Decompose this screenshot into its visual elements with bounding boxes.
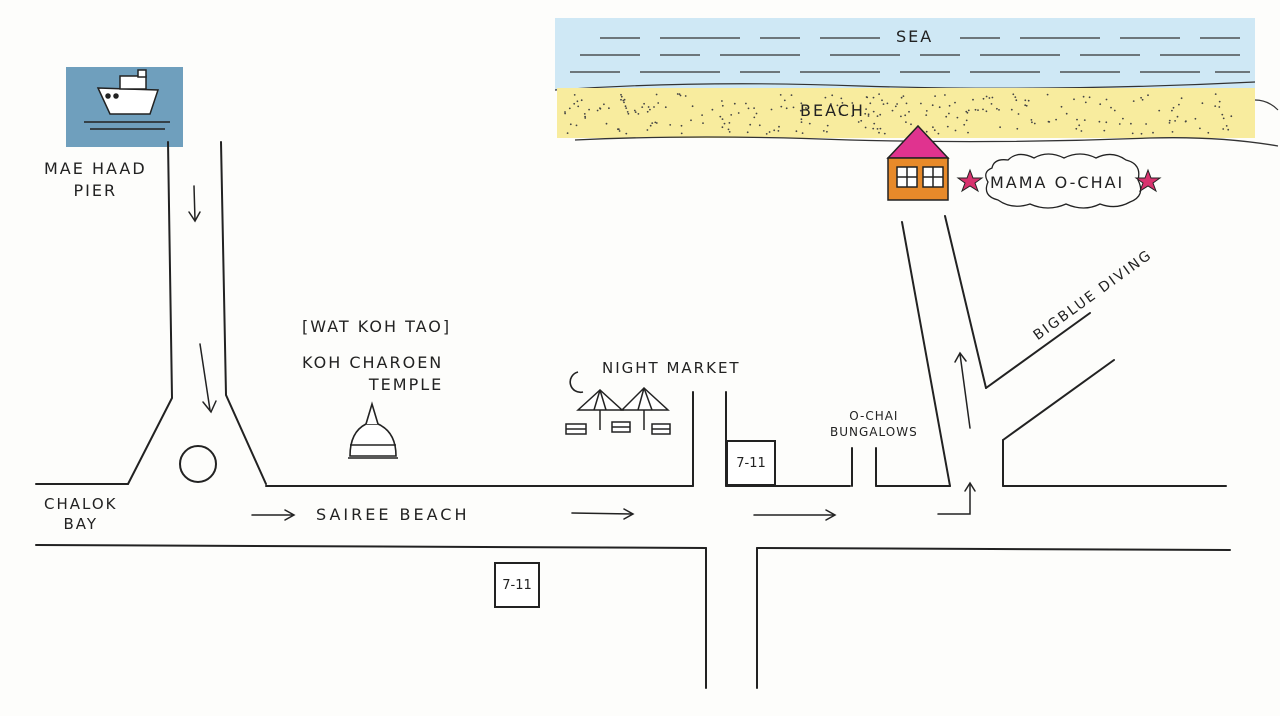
ochai-bungalows-label: O-CHAI BUNGALOWS bbox=[830, 409, 918, 440]
sea-area bbox=[555, 18, 1255, 90]
seven-eleven-marker: 7-11 bbox=[494, 562, 540, 608]
temple-icon bbox=[348, 401, 398, 459]
umbrella-icon bbox=[565, 386, 671, 435]
sairee-beach-label: SAIREE BEACH bbox=[316, 505, 470, 524]
chalok-bay-label: CHALOK BAY bbox=[44, 495, 118, 534]
seven-eleven-marker: 7-11 bbox=[726, 440, 776, 486]
star-icon bbox=[1134, 168, 1162, 193]
beach-label: BEACH bbox=[800, 101, 865, 120]
beach-edge bbox=[574, 136, 1279, 147]
wat-koh-tao-label: [WAT KOH TAO] bbox=[302, 317, 452, 336]
mama-ochai-label: MAMA O-CHAI bbox=[990, 173, 1125, 192]
seven-eleven-label: 7-11 bbox=[502, 577, 532, 593]
ferry-icon bbox=[84, 69, 170, 130]
cloud-outline bbox=[985, 153, 1142, 209]
night-market-label: NIGHT MARKET bbox=[602, 359, 741, 377]
roads bbox=[35, 141, 1231, 689]
sea-label: SEA bbox=[896, 27, 934, 46]
shoreline bbox=[554, 81, 1256, 91]
house-icon bbox=[886, 124, 950, 201]
moon-icon bbox=[569, 371, 584, 394]
seven-eleven-label: 7-11 bbox=[736, 455, 766, 471]
arrow-icon bbox=[188, 185, 976, 521]
star-icon bbox=[956, 168, 984, 193]
temple-label: KOH CHAROEN TEMPLE bbox=[302, 353, 444, 394]
sea-waves bbox=[570, 37, 1250, 73]
beach-sand-dots bbox=[564, 93, 1233, 135]
pier-label: MAE HAAD PIER bbox=[44, 159, 147, 200]
beach-area bbox=[557, 88, 1255, 138]
